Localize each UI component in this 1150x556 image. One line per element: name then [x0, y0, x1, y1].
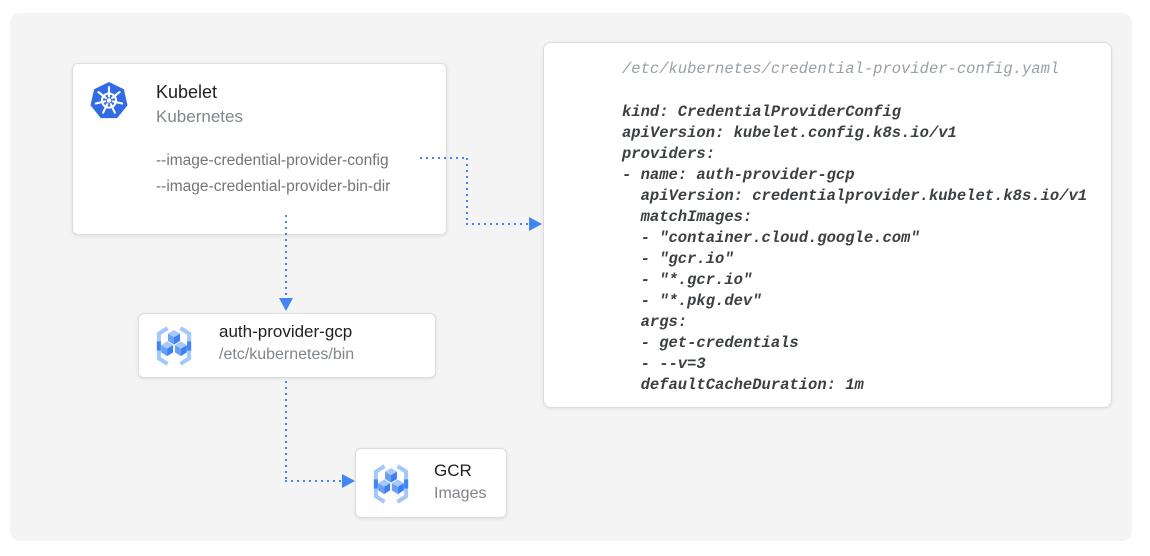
arrow-kubelet-to-provider-segment: [285, 215, 287, 298]
config-yaml-code: kind: CredentialProviderConfig apiVersio…: [622, 103, 1088, 394]
container-registry-cubes-icon: [151, 324, 197, 368]
container-registry-cubes-icon: [368, 462, 414, 506]
flag-image-credential-provider-bin-dir: --image-credential-provider-bin-dir: [156, 178, 391, 195]
flag-image-credential-provider-config: --image-credential-provider-config: [156, 152, 389, 169]
arrow-config-to-yaml-segment: [466, 158, 468, 224]
kubelet-card-title: Kubelet: [156, 82, 218, 102]
kubelet-flags: --image-credential-provider-config --ima…: [156, 148, 390, 200]
arrow-config-to-yaml-head: [529, 217, 542, 231]
gcr-card-title: GCR: [434, 461, 472, 480]
auth-provider-gcp-path: /etc/kubernetes/bin: [219, 346, 355, 363]
arrow-kubelet-to-provider-head: [279, 298, 293, 311]
kubernetes-helm-icon: [89, 81, 129, 121]
arrow-config-to-yaml-segment: [420, 157, 467, 159]
arrow-config-to-yaml-segment: [466, 223, 529, 225]
gcr-card-subtitle: Images: [434, 485, 487, 502]
arrow-provider-to-gcr-segment: [285, 381, 287, 480]
kubelet-card: Kubelet Kubernetes --image-credential-pr…: [72, 63, 447, 235]
config-file-path: /etc/kubernetes/credential-provider-conf…: [622, 60, 1060, 78]
arrow-provider-to-gcr-head: [342, 474, 355, 488]
kubelet-card-subtitle: Kubernetes: [156, 107, 243, 126]
auth-provider-gcp-title: auth-provider-gcp: [219, 322, 353, 341]
gcr-card: GCR Images: [355, 448, 507, 518]
auth-provider-gcp-card: auth-provider-gcp /etc/kubernetes/bin: [138, 313, 436, 378]
credential-provider-config-panel: /etc/kubernetes/credential-provider-conf…: [543, 42, 1112, 408]
arrow-provider-to-gcr-segment: [285, 480, 342, 482]
